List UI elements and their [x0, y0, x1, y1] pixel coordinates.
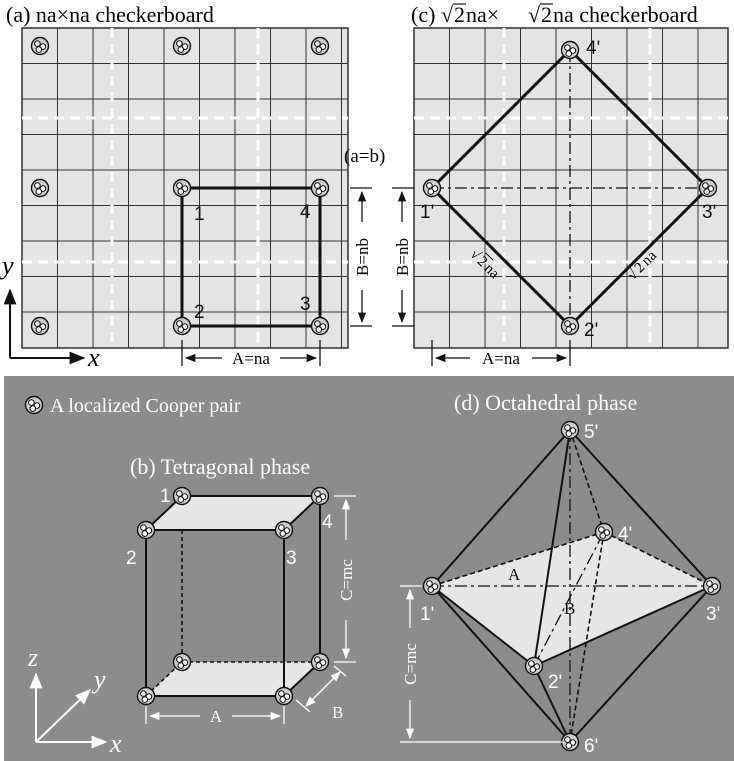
cooper-pair-icon: [172, 178, 192, 198]
axis-z-label: z: [27, 643, 38, 672]
cooper-pair-icon: [30, 36, 50, 56]
svg-text:√: √: [441, 2, 454, 27]
panel-c-title: (c) √ 2 na× √ 2 na checkerboard: [411, 2, 698, 27]
cooper-pair-icon: [172, 316, 192, 336]
cooper-pair-icon: [172, 36, 192, 56]
cooper-pair-icon: [560, 40, 580, 60]
dimension-c-label: C=mc: [337, 559, 356, 601]
dimension-b-label: B: [332, 703, 343, 722]
legend-text: A localized Cooper pair: [50, 395, 241, 417]
panel-a-title: (a) na×na checkerboard: [6, 2, 214, 27]
legend: A localized Cooper pair: [24, 395, 241, 417]
cooper-pair-icon: [560, 732, 580, 752]
site-label: 4': [618, 524, 632, 545]
cooper-pair-icon: [24, 395, 44, 415]
site-label: 3': [706, 604, 720, 625]
site-label: 1: [160, 486, 171, 507]
cooper-pair-icon: [422, 576, 442, 596]
cooper-pair-icon: [30, 316, 50, 336]
dimension-a-label: A=na: [232, 349, 270, 368]
cooper-pair-icon: [594, 522, 614, 542]
dimension-b-label: B=nb: [353, 238, 372, 276]
cooper-pair-icon: [310, 486, 330, 506]
panel-a: 1 2 3 4 A=na B=nb y x (a) na×na checkerb…: [0, 2, 372, 372]
equal-spacing-note: (a=b): [344, 146, 385, 167]
cooper-pair-icon: [560, 316, 580, 336]
site-label: 2': [548, 672, 562, 693]
panel-a-grid: [22, 28, 348, 348]
dimension-a-label: A=na: [482, 349, 520, 368]
cooper-pair-icon: [172, 486, 192, 506]
panel-c-axes-dashdot: [432, 50, 708, 326]
site-label: 5': [584, 422, 598, 443]
panel-b: (b) Tetragonal phase 1 2 3 4: [27, 454, 356, 758]
site-label: 1: [194, 204, 205, 225]
panel-d-title: (d) Octahedral phase: [454, 390, 637, 415]
site-label: 1': [420, 202, 434, 223]
cooper-pair-icon: [172, 652, 192, 672]
site-label: 4': [586, 38, 600, 59]
cooper-pair-icon: [136, 686, 156, 706]
cooper-pair-icon: [310, 36, 330, 56]
axis-x-label: x: [87, 343, 100, 372]
site-label: 4: [322, 512, 333, 533]
site-label: 1': [420, 604, 434, 625]
axis-y-label: y: [91, 665, 106, 694]
panel-d: (d) Octahedral phase: [400, 390, 722, 757]
panel-c: 1' 2' 3' 4' √ 2 na √ 2 na A=na: [344, 2, 729, 368]
equatorial-plane: [432, 532, 712, 666]
dimension-a-label: A: [210, 707, 223, 726]
cooper-pair-icon: [524, 656, 544, 676]
cooper-pair-icon: [274, 686, 294, 706]
cooper-pair-icon: [136, 520, 156, 540]
cooper-pair-icon: [310, 178, 330, 198]
site-label: 3: [286, 548, 297, 569]
panel-b-title: (b) Tetragonal phase: [130, 454, 310, 479]
cooper-pair-icon: [560, 420, 580, 440]
svg-text:2: 2: [454, 2, 465, 27]
cooper-pair-icon: [702, 576, 722, 596]
svg-text:2: 2: [541, 2, 552, 27]
dimension-b-label: B=nb: [393, 238, 412, 276]
bottom-face: [146, 662, 320, 696]
svg-text:(c): (c): [411, 2, 435, 27]
svg-text:na checkerboard: na checkerboard: [553, 2, 698, 27]
site-label: 3: [300, 294, 311, 315]
cooper-pair-icon: [310, 652, 330, 672]
panel-a-cell-square: [180, 186, 322, 328]
cooper-pair-icon: [422, 178, 442, 198]
site-label: 3': [702, 202, 716, 223]
axis-y-label: y: [0, 251, 14, 280]
site-label: 6': [584, 736, 598, 757]
dimension-c-label: C=mc: [401, 643, 420, 685]
dimension-b-label: B: [564, 599, 575, 618]
cooper-pair-icon: [274, 520, 294, 540]
dimension-a-label: A: [508, 565, 521, 584]
axis-x-label: x: [109, 729, 122, 758]
cooper-pair-icon: [310, 316, 330, 336]
site-label: 2': [584, 320, 598, 341]
cooper-pair-icon: [698, 178, 718, 198]
site-label: 4: [300, 202, 311, 223]
site-label: 2: [126, 548, 137, 569]
cooper-pair-icon: [30, 178, 50, 198]
svg-text:√: √: [528, 2, 541, 27]
site-label: 2: [194, 302, 205, 323]
svg-text:na×: na×: [466, 2, 499, 27]
